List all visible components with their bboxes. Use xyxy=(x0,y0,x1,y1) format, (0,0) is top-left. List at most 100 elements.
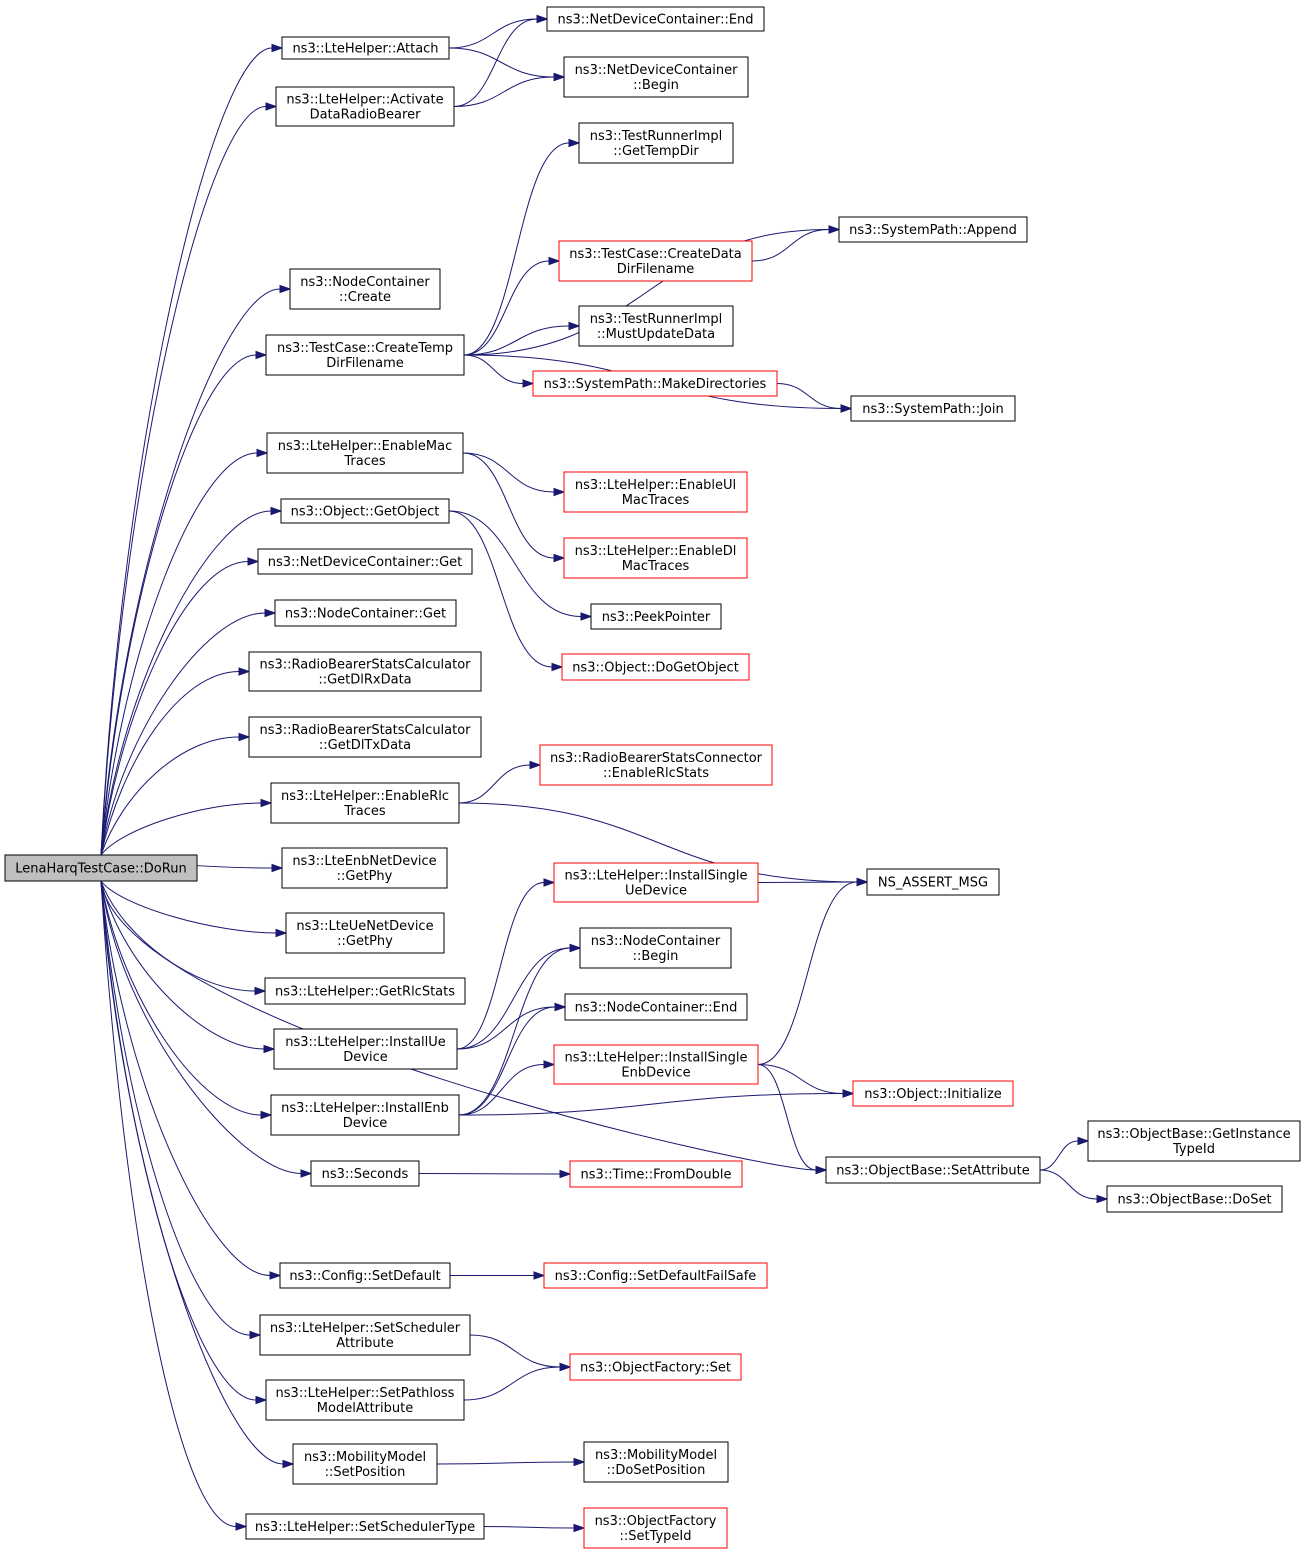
node-label: ns3::MobilityModel xyxy=(595,1448,717,1463)
node-label: ::Create xyxy=(339,290,391,305)
node-trGetTempDir[interactable]: ns3::TestRunnerImpl::GetTempDir xyxy=(578,122,734,164)
node-attach[interactable]: ns3::LteHelper::Attach xyxy=(281,36,450,60)
node-label: ns3::Config::SetDefaultFailSafe xyxy=(555,1269,757,1284)
node-box xyxy=(1087,1120,1301,1162)
arrowhead-icon xyxy=(300,1169,313,1178)
node-label: ns3::LteUeNetDevice xyxy=(296,919,433,934)
node-ndcGet[interactable]: ns3::NetDeviceContainer::Get xyxy=(257,548,473,575)
node-setDefaultFailSafe[interactable]: ns3::Config::SetDefaultFailSafe xyxy=(543,1262,768,1289)
node-setPathloss[interactable]: ns3::LteHelper::SetPathlossModelAttribut… xyxy=(265,1379,465,1421)
edge-line xyxy=(757,1064,817,1171)
edge-line xyxy=(100,880,257,1401)
node-label: ns3::LteHelper::Attach xyxy=(292,42,438,57)
arrowhead-icon xyxy=(533,1271,546,1280)
edge-line xyxy=(100,802,262,856)
node-label: ns3::LteHelper::SetPathloss xyxy=(276,1386,455,1401)
node-setDefault[interactable]: ns3::Config::SetDefault xyxy=(279,1262,451,1289)
node-ncEnd[interactable]: ns3::NodeContainer::End xyxy=(564,993,748,1021)
node-seconds[interactable]: ns3::Seconds xyxy=(310,1160,420,1187)
node-initialize[interactable]: ns3::Object::Initialize xyxy=(852,1080,1014,1107)
node-mmSetPos[interactable]: ns3::MobilityModel::SetPosition xyxy=(292,1443,438,1485)
arrowhead-icon xyxy=(254,986,267,996)
node-label: ns3::MobilityModel xyxy=(304,1450,426,1465)
node-ncBegin[interactable]: ns3::NodeContainer::Begin xyxy=(579,927,732,969)
node-ncGet[interactable]: ns3::NodeContainer::Get xyxy=(274,599,457,627)
arrowhead-icon xyxy=(856,877,869,887)
node-trMustUpdate[interactable]: ns3::TestRunnerImpl::MustUpdateData xyxy=(578,305,734,347)
node-peekPointer[interactable]: ns3::PeekPointer xyxy=(590,603,722,630)
node-box xyxy=(310,1160,420,1187)
node-box xyxy=(569,1353,742,1381)
arrowhead-icon xyxy=(559,1362,572,1372)
edge-line xyxy=(458,764,531,804)
edge-root-to-mmSetPos xyxy=(100,880,295,1469)
node-getDlTx[interactable]: ns3::RadioBearerStatsCalculator::GetDlTx… xyxy=(248,716,482,758)
node-enableRlcStats[interactable]: ns3::RadioBearerStatsConnector::EnableRl… xyxy=(539,744,773,786)
node-getRlcStats[interactable]: ns3::LteHelper::GetRlcStats xyxy=(264,977,466,1005)
arrowhead-icon xyxy=(573,1457,586,1467)
edge-installEnb-to-installSingleEnb xyxy=(458,1060,556,1116)
node-box xyxy=(4,854,198,882)
edge-line xyxy=(463,229,830,356)
node-label: ns3::NodeContainer xyxy=(300,275,430,290)
edge-line xyxy=(100,880,284,1465)
node-label: ::MustUpdateData xyxy=(597,327,715,342)
node-nsAssert[interactable]: NS_ASSERT_MSG xyxy=(866,868,1000,896)
node-ndcEnd[interactable]: ns3::NetDeviceContainer::End xyxy=(546,6,765,32)
node-box xyxy=(270,1094,460,1136)
node-getDlRx[interactable]: ns3::RadioBearerStatsCalculator::GetDlRx… xyxy=(248,651,482,692)
node-label: Attribute xyxy=(336,1336,393,1351)
arrowhead-icon xyxy=(269,1271,282,1280)
node-ofSet[interactable]: ns3::ObjectFactory::Set xyxy=(569,1353,742,1381)
edge-root-to-activate xyxy=(100,102,278,856)
node-doSet[interactable]: ns3::ObjectBase::DoSet xyxy=(1106,1185,1283,1213)
node-box xyxy=(583,1507,728,1549)
node-box xyxy=(248,716,482,758)
edge-line xyxy=(463,354,524,384)
node-getObject[interactable]: ns3::Object::GetObject xyxy=(280,498,450,524)
edge-seconds-to-fromDouble xyxy=(418,1169,572,1179)
node-mmDoSetPos[interactable]: ns3::MobilityModel::DoSetPosition xyxy=(583,1441,729,1483)
node-label: ns3::TestCase::CreateData xyxy=(569,247,741,262)
node-box xyxy=(558,240,753,282)
edge-line xyxy=(100,612,266,856)
node-label: Traces xyxy=(343,804,385,819)
node-label: LenaHarqTestCase::DoRun xyxy=(15,862,186,877)
node-box xyxy=(273,1028,458,1070)
edge-setSchedAttr-to-ofSet xyxy=(469,1334,572,1372)
node-box xyxy=(281,36,450,60)
node-box xyxy=(578,122,734,164)
node-spJoin[interactable]: ns3::SystemPath::Join xyxy=(850,395,1016,422)
node-enbGetPhy[interactable]: ns3::LteEnbNetDevice::GetPhy xyxy=(281,847,448,889)
node-ueGetPhy[interactable]: ns3::LteUeNetDevice::GetPhy xyxy=(285,912,445,954)
node-ofSetTypeId[interactable]: ns3::ObjectFactory::SetTypeId xyxy=(583,1507,728,1549)
node-setSchedType[interactable]: ns3::LteHelper::SetSchedulerType xyxy=(245,1513,485,1540)
node-fromDouble[interactable]: ns3::Time::FromDouble xyxy=(569,1160,743,1188)
node-doGetObject[interactable]: ns3::Object::DoGetObject xyxy=(561,653,750,681)
edge-line xyxy=(448,510,582,617)
node-root[interactable]: LenaHarqTestCase::DoRun xyxy=(4,854,198,882)
edge-line xyxy=(100,880,817,1171)
node-label: ns3::NetDeviceContainer::Get xyxy=(268,555,463,570)
node-spAppend[interactable]: ns3::SystemPath::Append xyxy=(838,216,1028,243)
node-ndcBegin[interactable]: ns3::NetDeviceContainer::Begin xyxy=(563,56,749,98)
node-ncCreate[interactable]: ns3::NodeContainer::Create xyxy=(289,268,441,310)
node-setAttribute[interactable]: ns3::ObjectBase::SetAttribute xyxy=(825,1156,1041,1184)
arrowhead-icon xyxy=(263,1044,276,1054)
node-label: ::EnableRlcStats xyxy=(603,766,709,781)
node-spMakeDirs[interactable]: ns3::SystemPath::MakeDirectories xyxy=(532,370,778,397)
node-box xyxy=(270,782,460,824)
